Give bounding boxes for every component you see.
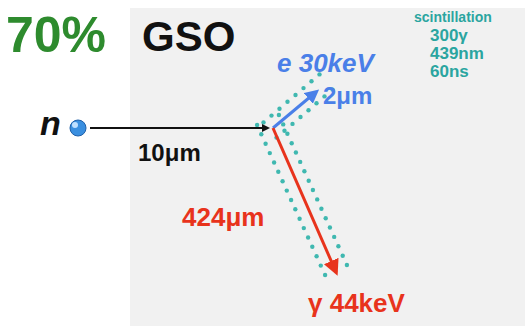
photon-count: 300γ bbox=[430, 27, 468, 44]
neutron-label: n bbox=[40, 106, 61, 140]
wavelength-label: 439nm bbox=[430, 45, 484, 62]
gamma-track bbox=[273, 128, 336, 272]
distance-label: 10μm bbox=[138, 141, 201, 165]
neutron-highlight bbox=[72, 122, 78, 128]
scintillation-heading: scintillation bbox=[414, 10, 492, 24]
gamma-label: γ 44keV bbox=[308, 290, 405, 316]
neutron-track bbox=[90, 127, 268, 129]
electron-label: e 30keV bbox=[277, 50, 374, 76]
material-label: GSO bbox=[142, 16, 235, 58]
decay-time-label: 60ns bbox=[430, 63, 469, 80]
electron-track bbox=[273, 92, 316, 128]
neutron-ball bbox=[70, 120, 86, 136]
distance-label: 2μm bbox=[323, 84, 372, 108]
distance-label: 424μm bbox=[182, 204, 264, 230]
percentage-label: 70% bbox=[6, 10, 106, 60]
